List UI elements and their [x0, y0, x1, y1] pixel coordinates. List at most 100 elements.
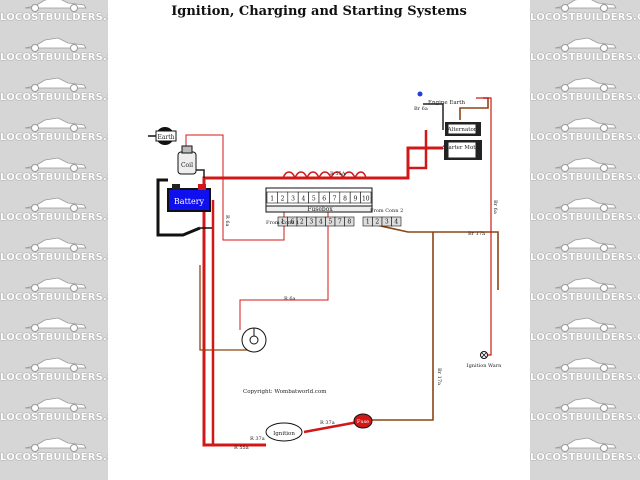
- wire-engine-earth: [423, 103, 444, 130]
- conn2-label: From Conn 2: [370, 208, 403, 214]
- watermark-text: LOCOSTBUILDERS.CO.UK: [530, 372, 640, 383]
- watermark-tile: LOCOSTBUILDERS.CO.UK: [0, 0, 108, 32]
- watermark-tile: LOCOSTBUILDERS.CO.UK: [530, 312, 640, 352]
- ignition-switch: Ignition: [265, 422, 303, 442]
- watermark-tile: LOCOSTBUILDERS.CO.UK: [0, 72, 108, 112]
- fuse-number: 8: [343, 196, 347, 203]
- watermark-text: LOCOSTBUILDERS.CO.UK: [530, 12, 640, 23]
- diagram-title: Ignition, Charging and Starting Systems: [171, 4, 467, 19]
- fuse-number: 1: [270, 196, 274, 203]
- alternator-label: Alternator: [447, 127, 477, 133]
- watermark-tile: LOCOSTBUILDERS.CO.UK: [530, 392, 640, 432]
- watermark-text: LOCOSTBUILDERS.CO.UK: [530, 212, 640, 223]
- battery-label: Battery: [174, 197, 205, 206]
- watermark-tile: LOCOSTBUILDERS.CO.UK: [0, 432, 108, 472]
- fuse-cell: [360, 191, 372, 204]
- car-logo-icon: [554, 0, 617, 12]
- wire-fuse-links: [282, 171, 367, 179]
- fuse-label: Fuse: [357, 419, 369, 425]
- fuse-number: 2: [281, 196, 285, 203]
- car-logo-icon: [554, 37, 617, 52]
- car-logo-icon: [24, 437, 87, 452]
- watermark-tile: LOCOSTBUILDERS.CO.UK: [0, 192, 108, 232]
- wire-label-br6a-top: Br 6a: [414, 106, 428, 112]
- battery: Battery: [167, 184, 211, 212]
- watermark-text: LOCOSTBUILDERS.CO.UK: [530, 252, 640, 263]
- wire-battery-earth: [156, 178, 201, 237]
- wire-brown-dist: [199, 265, 248, 351]
- car-logo-icon: [24, 197, 87, 212]
- watermark-text: LOCOSTBUILDERS.CO.UK: [530, 172, 640, 183]
- fuse-number: 10: [362, 196, 370, 203]
- wire-label-br17a-right: Br 17a: [468, 231, 485, 237]
- engine-earth-label: Engine Earth: [428, 100, 466, 106]
- conn1-pin-number: 1: [281, 219, 285, 226]
- watermark-tile: LOCOSTBUILDERS.CO.UK: [0, 272, 108, 312]
- starter-label: Starter Motor: [443, 145, 482, 151]
- coil: Coil: [177, 145, 197, 175]
- alternator: Alternator: [445, 122, 481, 136]
- watermark-text: LOCOSTBUILDERS.CO.UK: [0, 52, 108, 63]
- conn1-pin-cell: [344, 216, 355, 227]
- watermark-tile: LOCOSTBUILDERS.CO.UK: [0, 392, 108, 432]
- watermark-left: LOCOSTBUILDERS.CO.UK LOCOSTBUILDERS.CO.UK…: [0, 0, 108, 480]
- fuse-number: 5: [312, 196, 316, 203]
- wire-ignition-fuse: [303, 420, 359, 434]
- watermark-tile: LOCOSTBUILDERS.CO.UK: [0, 352, 108, 392]
- watermark-text: LOCOSTBUILDERS.CO.UK: [0, 452, 108, 463]
- watermark-text: LOCOSTBUILDERS.CO.UK: [0, 132, 108, 143]
- watermark-text: LOCOSTBUILDERS.CO.UK: [530, 412, 640, 423]
- watermark-tile: LOCOSTBUILDERS.CO.UK: [530, 32, 640, 72]
- watermark-text: LOCOSTBUILDERS.CO.UK: [0, 412, 108, 423]
- car-logo-icon: [24, 37, 87, 52]
- car-logo-icon: [24, 157, 87, 172]
- conn2-pin-number: 1: [366, 219, 370, 226]
- car-logo-icon: [24, 117, 87, 132]
- watermark-tile: LOCOSTBUILDERS.CO.UK: [530, 432, 640, 472]
- conn1-pin-number: 5: [328, 219, 332, 226]
- watermark-tile: LOCOSTBUILDERS.CO.UK: [530, 272, 640, 312]
- car-logo-icon: [554, 157, 617, 172]
- watermark-tile: LOCOSTBUILDERS.CO.UK: [530, 192, 640, 232]
- wire-r6a-dist: [239, 205, 329, 330]
- fusebox-label: Fusebox: [307, 206, 333, 213]
- watermark-text: LOCOSTBUILDERS.CO.UK: [0, 332, 108, 343]
- watermark-text: LOCOSTBUILDERS.CO.UK: [0, 92, 108, 103]
- car-logo-icon: [554, 397, 617, 412]
- wire-label-br17a-low: Br 17a: [436, 368, 442, 385]
- car-logo-icon: [554, 77, 617, 92]
- car-logo-icon: [554, 117, 617, 132]
- conn1-pin-number: 8: [347, 219, 351, 226]
- conn1-label-a: From Conn 1: [266, 220, 299, 226]
- distributor: [241, 327, 267, 353]
- diagram-sheet: Ignition, Charging and Starting Systems: [108, 0, 530, 480]
- wire-label-br6a-right: Br 6a: [492, 200, 498, 214]
- watermark-text: LOCOSTBUILDERS.CO.UK: [0, 212, 108, 223]
- wire-alternator: [408, 130, 428, 170]
- conn2-pin-number: 4: [394, 219, 398, 226]
- conn1-pin-number: 4: [319, 219, 323, 226]
- watermark-right: LOCOSTBUILDERS.CO.UKLOCOSTBUILDERS.CO.UK…: [530, 0, 640, 480]
- inline-fuse: Fuse: [353, 413, 373, 429]
- watermark-text: LOCOSTBUILDERS.CO.UK: [530, 452, 640, 463]
- wire-coil-fuse: [185, 134, 285, 241]
- watermark-tile: LOCOSTBUILDERS.CO.UK: [530, 232, 640, 272]
- wire-label-r6a-left: R 6a: [224, 215, 230, 227]
- fuse-number: 7: [333, 196, 337, 203]
- conn2-pin-number: 3: [385, 219, 389, 226]
- watermark-tile: LOCOSTBUILDERS.CO.UK: [530, 352, 640, 392]
- car-logo-icon: [24, 357, 87, 372]
- wire-fuse-conn2: [370, 232, 434, 421]
- wire-battery-starter: [202, 146, 443, 185]
- watermark-tile: LOCOSTBUILDERS.CO.UK: [530, 0, 640, 32]
- conn2-pin-cell: [391, 216, 402, 227]
- fuse-number: 9: [353, 196, 357, 203]
- car-logo-icon: [554, 357, 617, 372]
- wire-label-r37a: R 37a: [250, 436, 265, 442]
- car-logo-icon: [24, 317, 87, 332]
- conn1-pin-number: 7: [338, 219, 342, 226]
- ignition-label: Ignition: [273, 431, 295, 437]
